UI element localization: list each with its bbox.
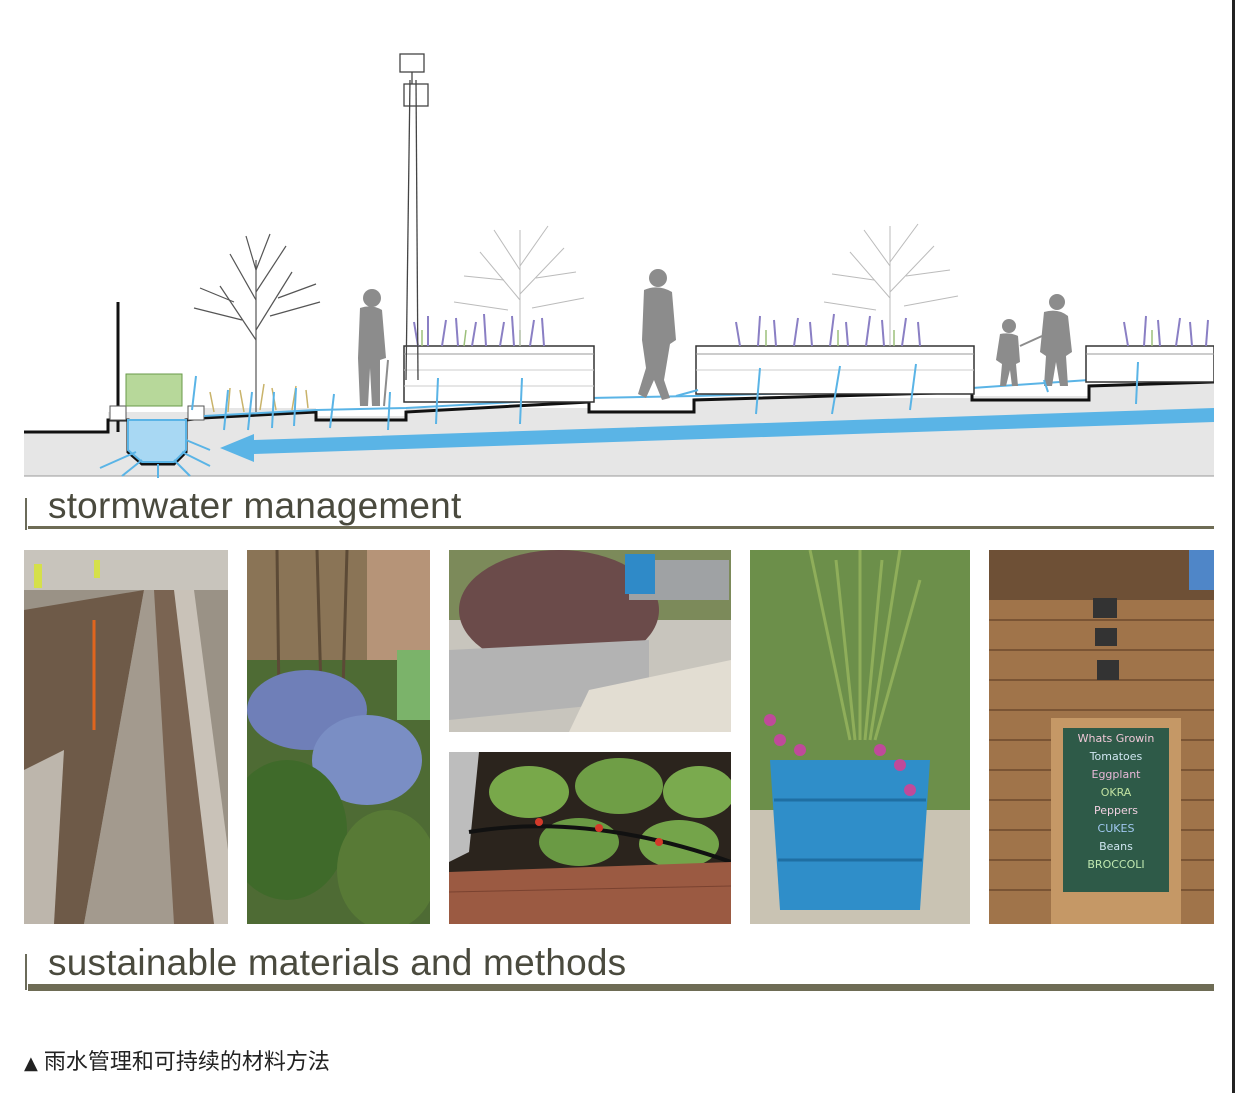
rain-garden-plants — [209, 383, 309, 413]
lavender-2 — [735, 313, 921, 347]
stormwater-heading: stormwater management — [48, 485, 462, 526]
planter-1 — [403, 345, 595, 403]
stormwater-heading-rule — [28, 526, 1214, 529]
flow-arrow — [220, 408, 1214, 462]
adult-with-child — [996, 294, 1072, 386]
chalkboard-line: CUKES — [1097, 822, 1135, 835]
chalkboard-line: Whats Growin — [1077, 732, 1155, 745]
chalkboard-line: Tomatoes — [1089, 750, 1143, 763]
figure-caption: ▲雨水管理和可持续的材料方法 — [24, 1044, 330, 1076]
photo-reclaimed-wood-shed: Whats Growin Tomatoes Eggplant OKRA Pepp… — [989, 550, 1214, 924]
stormwater-section-diagram — [24, 40, 1215, 480]
stormwater-heading-tick — [25, 498, 27, 530]
black-up-triangle-icon: ▲ — [24, 1053, 38, 1074]
tree-left — [193, 233, 321, 412]
caption-text: 雨水管理和可持续的材料方法 — [43, 1050, 330, 1075]
photo-raised-bed-irrigation — [449, 752, 731, 924]
photo-garden-plants — [247, 550, 430, 924]
chalkboard-line: Eggplant — [1091, 768, 1141, 781]
drainage-channel — [127, 419, 187, 463]
chalkboard-line: BROCCOLI — [1087, 858, 1145, 871]
chalkboard-line: OKRA — [1100, 786, 1132, 799]
tree-middle — [453, 225, 585, 346]
planter-2 — [695, 345, 975, 395]
planter-3 — [1085, 345, 1215, 383]
materials-heading: sustainable materials and methods — [48, 942, 627, 983]
chalkboard-line: Beans — [1099, 840, 1133, 853]
materials-heading-tick — [25, 954, 27, 990]
lavender-3 — [1123, 315, 1209, 347]
person-elderly — [358, 289, 389, 407]
page-right-border — [1232, 0, 1235, 1093]
materials-heading-rule — [28, 984, 1214, 991]
tree-right — [823, 223, 959, 346]
chalkboard-menu: Whats Growin Tomatoes Eggplant OKRA Pepp… — [1065, 730, 1167, 890]
hedge — [125, 373, 183, 407]
infiltration-arrows — [191, 361, 1139, 431]
light-pole — [399, 53, 429, 381]
person-walking — [638, 269, 676, 400]
photo-ornamental-grass — [449, 550, 731, 732]
photo-barrel-planter — [750, 550, 970, 924]
lavender-1 — [413, 313, 545, 347]
photo-gabion-construction — [24, 550, 228, 924]
chalkboard-line: Peppers — [1094, 804, 1138, 817]
